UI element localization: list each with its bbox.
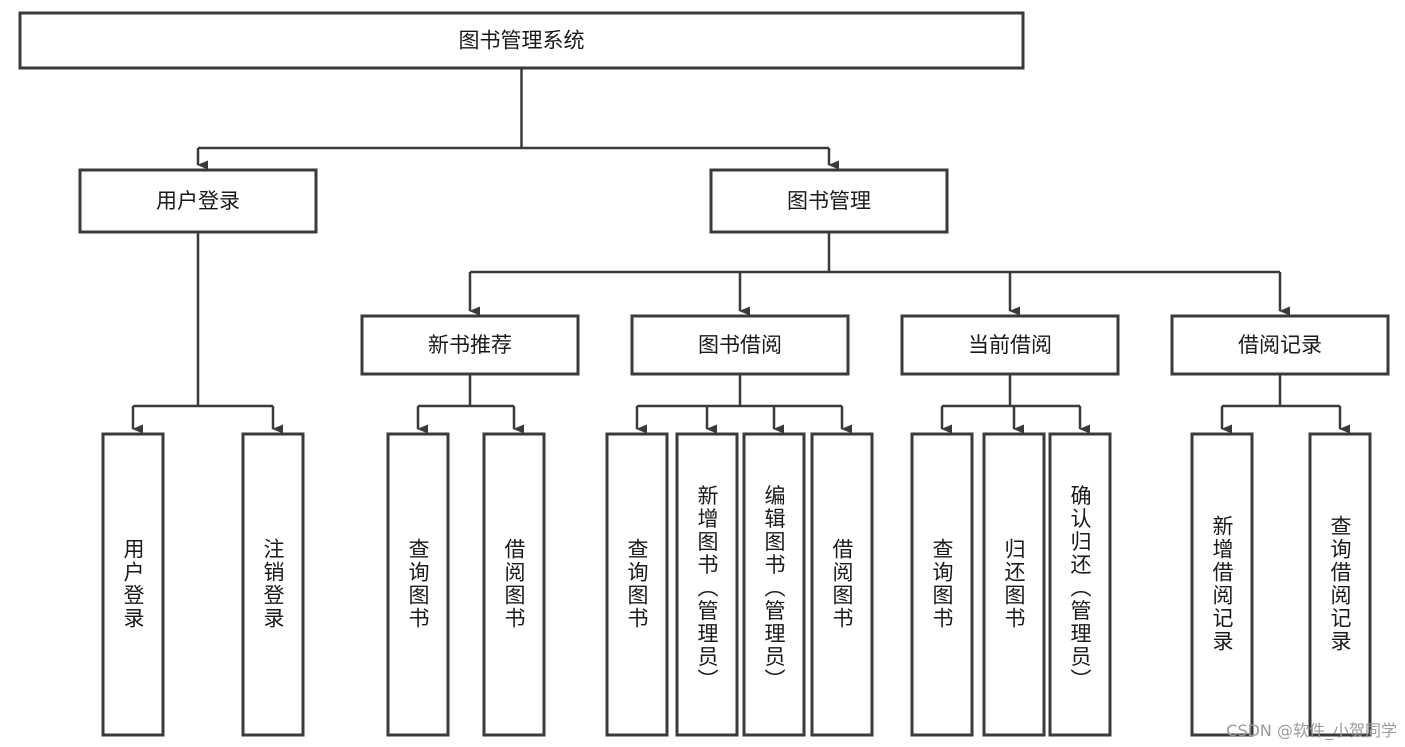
node-leaf-query-book-current-label: 查询图书 (930, 538, 954, 630)
node-book-manage[interactable]: 图书管理 (709, 168, 949, 234)
node-current-borrow-label: 当前借阅 (968, 333, 1052, 357)
node-leaf-edit-book-admin-label: 编辑图书（管理员） (762, 485, 786, 692)
node-leaf-user-logout-box[interactable] (241, 432, 305, 737)
connector-group-current-borrow (940, 374, 1090, 434)
node-leaf-user-logout[interactable]: 注销登录 (241, 432, 305, 737)
node-leaf-confirm-return-admin[interactable]: 确认归还（管理员） (1048, 432, 1112, 737)
node-leaf-add-borrow-record-label: 新增借阅记录 (1210, 515, 1234, 653)
connector-group-root (196, 68, 839, 170)
node-borrow-record-label: 借阅记录 (1238, 333, 1322, 357)
node-leaf-borrow-book[interactable]: 借阅图书 (810, 432, 874, 737)
node-leaf-confirm-return-admin-box[interactable] (1048, 432, 1112, 737)
node-root-label: 图书管理系统 (459, 29, 585, 53)
connector-group-book-manage (468, 232, 1290, 316)
node-leaf-query-book-rec-label: 查询图书 (406, 538, 430, 630)
node-book-borrow[interactable]: 图书借阅 (630, 314, 850, 376)
node-leaf-query-book-current[interactable]: 查询图书 (910, 432, 974, 737)
node-leaf-user-logout-label: 注销登录 (261, 538, 285, 630)
connector-group-user-login (131, 232, 283, 434)
node-book-manage-label: 图书管理 (787, 189, 871, 213)
node-leaf-edit-book-admin[interactable]: 编辑图书（管理员） (742, 432, 806, 737)
node-book-borrow-label: 图书借阅 (698, 333, 782, 357)
node-leaf-query-borrow-record[interactable]: 查询借阅记录 (1308, 432, 1372, 737)
node-leaf-borrow-book-label: 借阅图书 (830, 538, 854, 630)
node-leaf-edit-book-admin-box[interactable] (742, 432, 806, 737)
node-borrow-record[interactable]: 借阅记录 (1170, 314, 1390, 376)
node-leaf-borrow-book-rec-box[interactable] (482, 432, 546, 737)
node-leaf-query-book-borrow[interactable]: 查询图书 (605, 432, 669, 737)
node-leaf-user-login[interactable]: 用户登录 (101, 432, 165, 737)
node-borrow-record-box[interactable] (1170, 314, 1390, 376)
node-leaf-confirm-return-admin-label: 确认归还（管理员） (1068, 485, 1092, 692)
node-leaf-user-login-label: 用户登录 (121, 538, 145, 630)
node-current-borrow-box[interactable] (900, 314, 1120, 376)
connector-group-borrow-record (1220, 374, 1350, 434)
node-leaf-query-book-current-box[interactable] (910, 432, 974, 737)
node-new-book-recommend[interactable]: 新书推荐 (360, 314, 580, 376)
node-user-login[interactable]: 用户登录 (78, 168, 318, 234)
node-leaf-query-book-borrow-label: 查询图书 (625, 538, 649, 630)
node-leaf-query-borrow-record-box[interactable] (1308, 432, 1372, 737)
node-leaf-add-book-admin-label: 新增图书（管理员） (695, 485, 719, 692)
connector-group-new-book-recommend (416, 374, 524, 434)
node-new-book-recommend-label: 新书推荐 (428, 333, 512, 357)
node-leaf-add-borrow-record-box[interactable] (1190, 432, 1254, 737)
node-leaf-query-book-rec[interactable]: 查询图书 (386, 432, 450, 737)
node-user-login-label: 用户登录 (156, 189, 240, 213)
node-leaf-borrow-book-box[interactable] (810, 432, 874, 737)
node-leaf-user-login-box[interactable] (101, 432, 165, 737)
connector-group-book-borrow (635, 374, 852, 434)
node-leaf-return-book[interactable]: 归还图书 (982, 432, 1046, 737)
node-leaf-borrow-book-rec[interactable]: 借阅图书 (482, 432, 546, 737)
node-leaf-return-book-label: 归还图书 (1002, 538, 1026, 630)
node-leaf-add-borrow-record[interactable]: 新增借阅记录 (1190, 432, 1254, 737)
node-user-login-box[interactable] (78, 168, 318, 234)
node-leaf-add-book-admin-box[interactable] (675, 432, 739, 737)
node-leaf-query-borrow-record-label: 查询借阅记录 (1328, 515, 1352, 653)
node-new-book-recommend-box[interactable] (360, 314, 580, 376)
node-leaf-query-book-rec-box[interactable] (386, 432, 450, 737)
node-current-borrow[interactable]: 当前借阅 (900, 314, 1120, 376)
node-leaf-add-book-admin[interactable]: 新增图书（管理员） (675, 432, 739, 737)
node-leaf-borrow-book-rec-label: 借阅图书 (502, 538, 526, 630)
node-leaf-query-book-borrow-box[interactable] (605, 432, 669, 737)
node-root[interactable]: 图书管理系统 (18, 11, 1025, 70)
node-root-box[interactable] (18, 11, 1025, 70)
node-leaf-return-book-box[interactable] (982, 432, 1046, 737)
node-book-manage-box[interactable] (709, 168, 949, 234)
node-book-borrow-box[interactable] (630, 314, 850, 376)
